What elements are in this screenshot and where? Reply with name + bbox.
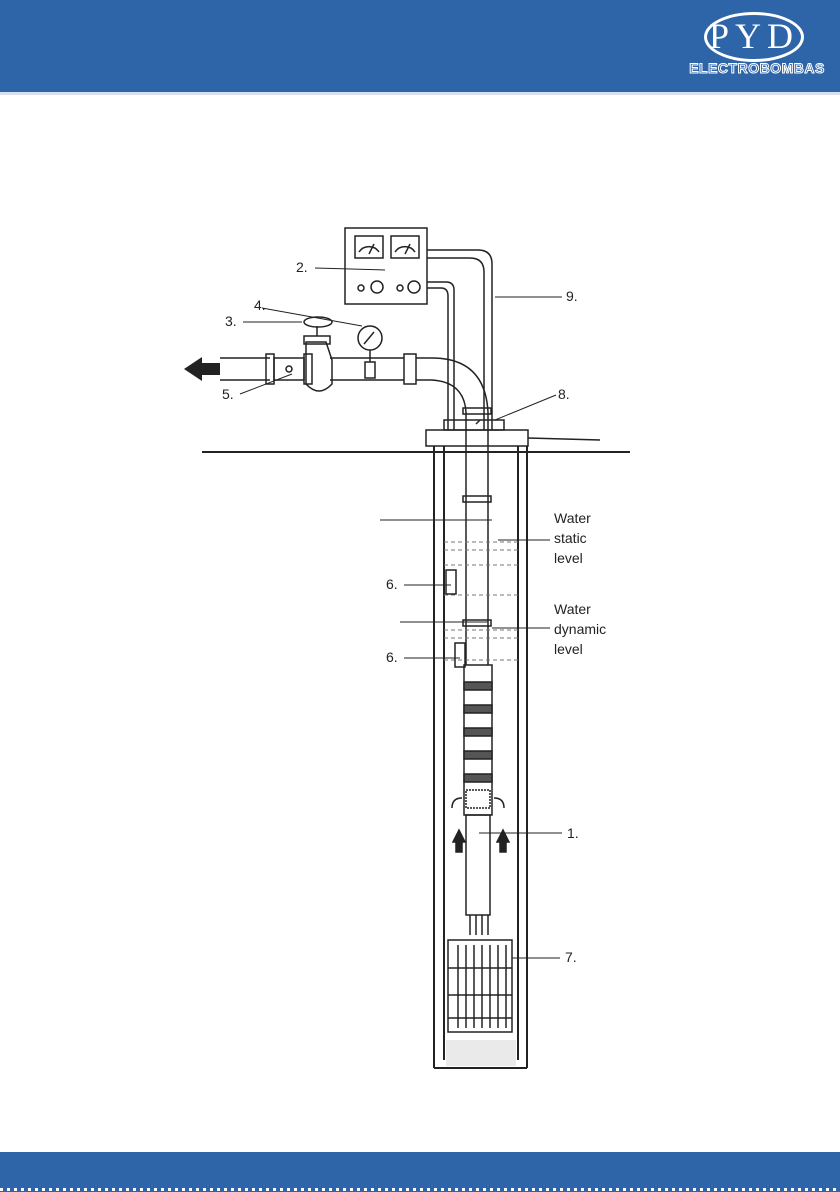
submersible-pump [464, 665, 492, 935]
label-2: 2. [296, 259, 308, 275]
diagram-labels: 1. 2. 3. 4. 5. 6. 6. 7. 8. 9. Water stat… [222, 259, 606, 965]
power-cable [427, 250, 492, 430]
well-pump-diagram: 1. 2. 3. 4. 5. 6. 6. 7. 8. 9. Water stat… [0, 0, 840, 1152]
flow-arrows [452, 798, 509, 852]
well-screen [448, 940, 512, 1032]
dynamic-level-line-1: Water [554, 601, 591, 617]
level-probe-upper [446, 570, 456, 594]
control-box [345, 228, 427, 304]
static-level-line-3: level [554, 550, 583, 566]
label-4: 4. [254, 297, 266, 313]
dynamic-level-line-2: dynamic [554, 621, 606, 637]
gravel-bed [446, 1040, 516, 1066]
label-6-lower: 6. [386, 649, 398, 665]
label-7: 7. [565, 949, 577, 965]
pressure-gauge [358, 326, 382, 378]
label-3: 3. [225, 313, 237, 329]
dynamic-level-line-3: level [554, 641, 583, 657]
label-8: 8. [558, 386, 570, 402]
static-level-line-2: static [554, 530, 587, 546]
label-1: 1. [567, 825, 579, 841]
label-5: 5. [222, 386, 234, 402]
outflow-arrow [184, 357, 220, 381]
wellhead-plate [426, 420, 528, 446]
label-9: 9. [566, 288, 578, 304]
footer-dotted-line [0, 1188, 840, 1191]
label-6-upper: 6. [386, 576, 398, 592]
static-level-line-1: Water [554, 510, 591, 526]
static-water-level [444, 542, 518, 595]
level-probe-lower [455, 643, 465, 667]
page-footer [0, 1152, 840, 1192]
